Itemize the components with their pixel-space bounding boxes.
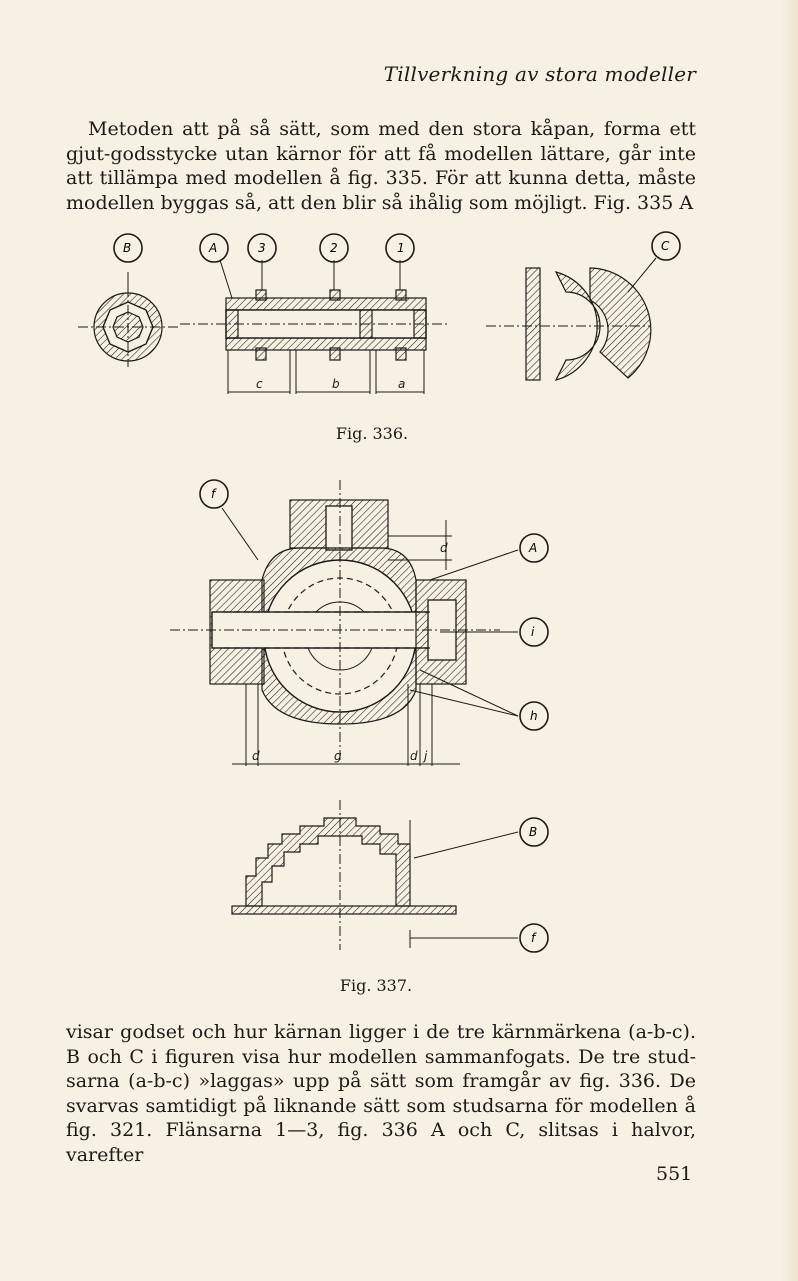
bubble-b-337: B (519, 817, 549, 847)
pipe-elevation: c b a (180, 259, 450, 394)
detail-b-section (78, 272, 178, 367)
dim-j: j (422, 749, 428, 763)
svg-text:A: A (528, 541, 537, 555)
dim-b: b (332, 377, 340, 391)
svg-text:f: f (531, 931, 537, 945)
dim-g: g (334, 749, 342, 763)
svg-text:h: h (530, 709, 538, 723)
caption-fig-336: Fig. 336. (335, 424, 409, 443)
svg-text:A: A (208, 241, 217, 255)
dim-a: a (398, 377, 405, 391)
running-head: Tillverkning av stora modeller (383, 62, 696, 86)
bubble-i: i (519, 617, 549, 647)
dim-c: c (256, 377, 263, 391)
svg-text:2: 2 (330, 241, 338, 255)
dim-d-top: d (440, 541, 448, 555)
page-edge (780, 0, 798, 1281)
paragraph-top: Metoden att på så sätt, som med den stor… (66, 118, 696, 214)
bubble-f-bottom: f (519, 923, 549, 953)
caption-fig-337: Fig. 337. (339, 976, 413, 995)
svg-text:f: f (211, 487, 217, 501)
bubble-f-top: f (199, 479, 229, 509)
bubble-3: 3 (247, 233, 277, 263)
bubble-h: h (519, 701, 549, 731)
svg-text:B: B (529, 825, 537, 839)
figure-337: d d g d j f A i h B (170, 479, 549, 953)
paragraph-bottom: visar godset och hur kärnan ligger i de … (66, 1021, 696, 1166)
detail-c-flange (486, 257, 657, 381)
dim-d-right: d (410, 749, 418, 763)
bubble-2: 2 (319, 233, 349, 263)
svg-text:C: C (661, 239, 670, 253)
dim-d-left: d (252, 749, 260, 763)
svg-text:B: B (123, 241, 131, 255)
svg-text:3: 3 (258, 241, 266, 255)
bubble-c: C (651, 231, 681, 261)
pattern-section (231, 800, 519, 950)
bubble-a-337: A (519, 533, 549, 563)
svg-text:i: i (531, 625, 535, 639)
bubble-b: B (113, 233, 143, 263)
svg-text:1: 1 (397, 241, 405, 255)
bubble-1: 1 (385, 233, 415, 263)
valve-body-section: d d g d j (170, 480, 519, 766)
bubble-a: A (199, 233, 229, 263)
figure-336: c b a B A 3 2 1 C (78, 231, 681, 394)
page-number: 551 (656, 1163, 693, 1185)
